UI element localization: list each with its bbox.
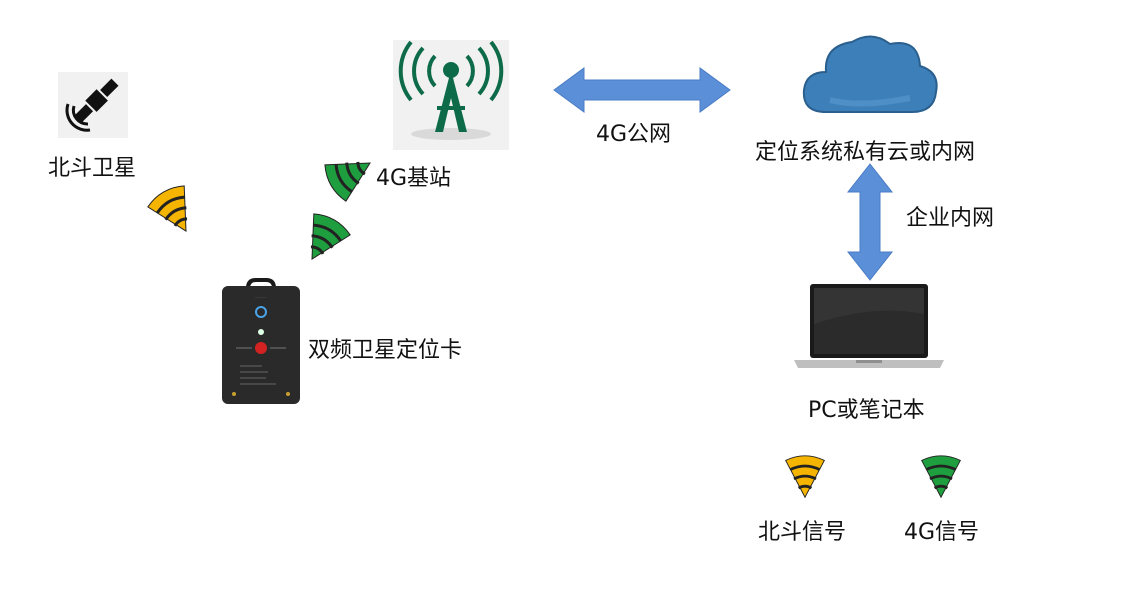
- cloud-label: 定位系统私有云或内网: [755, 140, 976, 165]
- intranet-label: 企业内网: [906, 206, 995, 231]
- cloud-icon: [802, 35, 938, 113]
- locator-card-icon: .............: [222, 278, 300, 404]
- 4g-signal-icon: [310, 213, 351, 260]
- satellite-label: 北斗卫星: [48, 156, 137, 181]
- card-label: 双频卫星定位卡: [308, 338, 463, 363]
- beidou-signal-icon: [147, 185, 188, 232]
- cell-tower-icon: [393, 40, 509, 150]
- pc-label: PC或笔记本: [808, 398, 925, 423]
- laptop-icon: [794, 284, 944, 368]
- intranet-arrow: [846, 163, 894, 281]
- legend-4g-label: 4G信号: [904, 520, 980, 545]
- public-net-label: 4G公网: [596, 122, 672, 147]
- public-net-arrow: [553, 67, 731, 113]
- legend-beidou-label: 北斗信号: [758, 520, 847, 545]
- 4g-signal-icon: [324, 161, 371, 202]
- svg-text:.............: .............: [255, 295, 267, 299]
- legend-beidou-signal-icon: [785, 455, 825, 499]
- base-station-label: 4G基站: [376, 166, 452, 191]
- satellite-icon: [58, 72, 128, 138]
- legend-4g-signal-icon: [921, 455, 961, 499]
